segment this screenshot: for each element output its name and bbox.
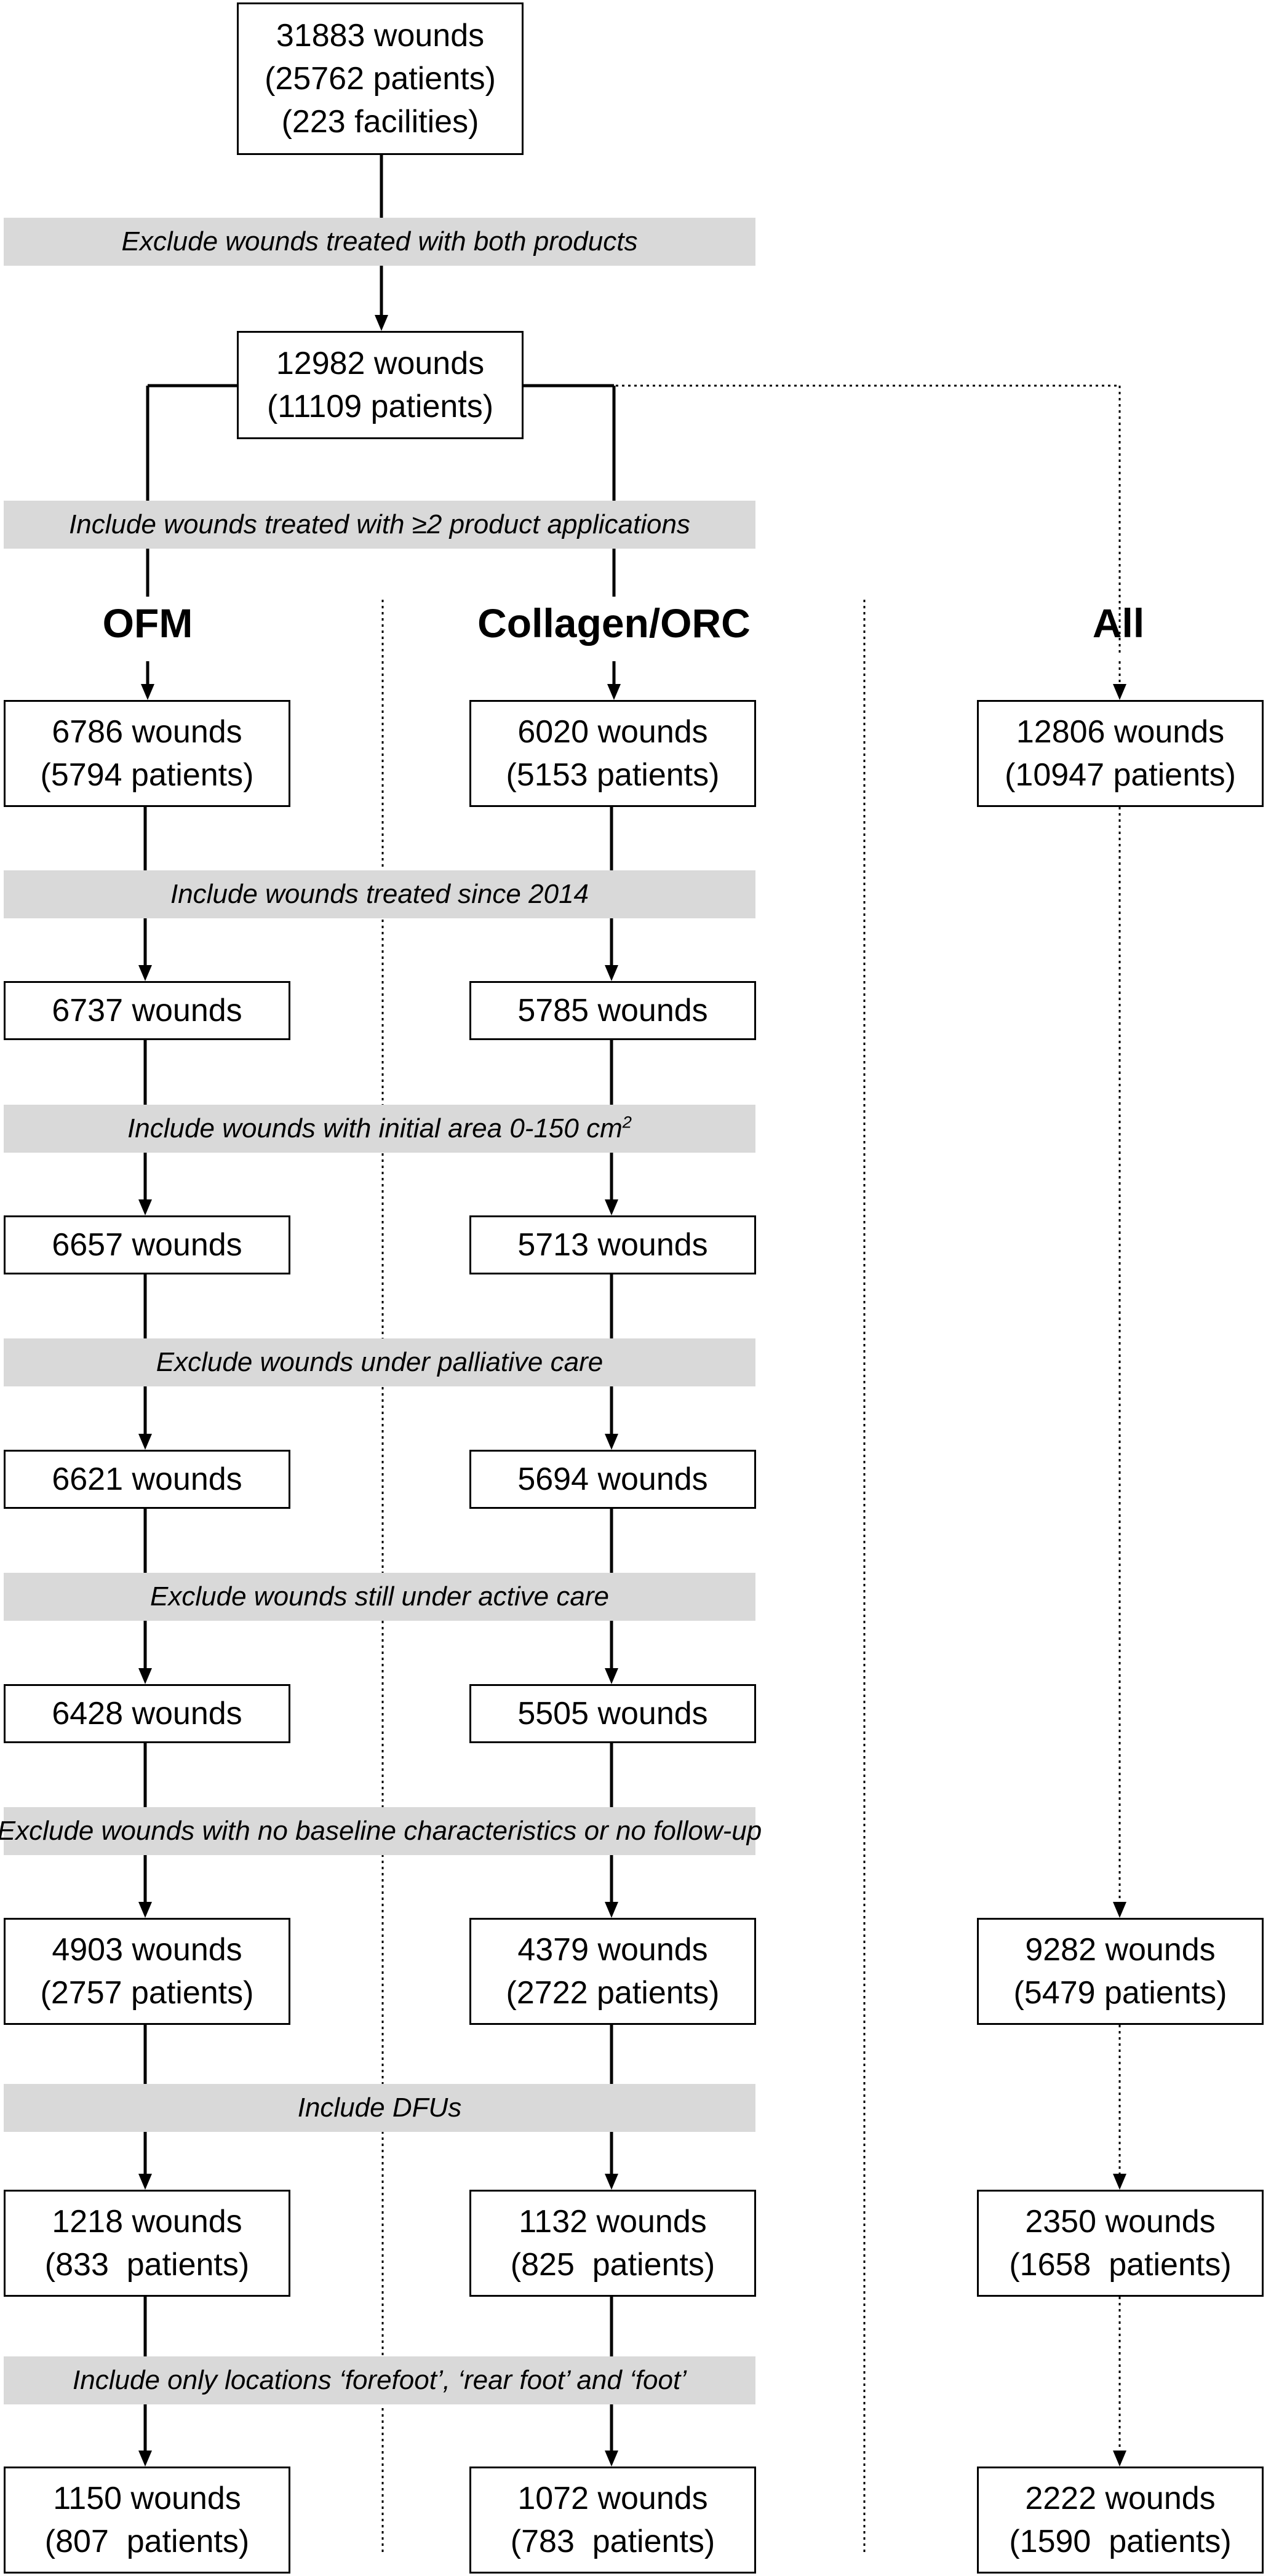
filter-two-or-more-applications: Include wounds treated with ≥2 product a…: [4, 501, 755, 549]
filter-exclude-both-products: Exclude wounds treated with both product…: [4, 218, 755, 266]
merged-cohort-box: 12982 wounds (11109 patients): [237, 331, 524, 439]
box-line: 5713 wounds: [517, 1227, 708, 1263]
filter-foot-locations: Include only locations ‘forefoot’, ‘rear…: [4, 2356, 755, 2404]
filter-include-dfus: Include DFUs: [4, 2084, 755, 2132]
arrowhead: [138, 1668, 152, 1684]
box-line: 5785 wounds: [517, 993, 708, 1028]
box-line: 5505 wounds: [517, 1696, 708, 1731]
box-line: 6020 wounds: [517, 714, 708, 750]
ofm-box-step-1: 6786 wounds (5794 patients): [4, 700, 290, 807]
filter-exclude-palliative: Exclude wounds under palliative care: [4, 1338, 755, 1386]
ofm-box-step-7: 1218 wounds (833 patients): [4, 2190, 290, 2297]
box-line: 2222 wounds: [1025, 2481, 1216, 2516]
arrowhead: [605, 1668, 618, 1684]
arrowhead: [605, 1434, 618, 1450]
filter-since-2014: Include wounds treated since 2014: [4, 870, 755, 918]
arrowhead: [375, 315, 388, 331]
box-line: 6621 wounds: [52, 1461, 242, 1497]
box-line: (1658 patients): [1009, 2247, 1232, 2283]
box-line: 9282 wounds: [1025, 1932, 1216, 1968]
box-line: (783 patients): [510, 2524, 715, 2559]
box-line: (11109 patients): [266, 389, 494, 424]
ofm-box-step-4: 6621 wounds: [4, 1450, 290, 1509]
box-line: (5153 patients): [506, 757, 720, 793]
box-line: 5694 wounds: [517, 1461, 708, 1497]
column-heading-ofm: OFM: [102, 600, 193, 646]
collagen-box-step-5: 5505 wounds: [469, 1684, 756, 1743]
box-line: (5479 patients): [1013, 1975, 1227, 2011]
arrowhead: [605, 1902, 618, 1918]
box-line: 1218 wounds: [52, 2204, 242, 2240]
box-line: 6737 wounds: [52, 993, 242, 1028]
all-box-step-6: 9282 wounds (5479 patients): [977, 1918, 1264, 2025]
filter-exclude-active-care: Exclude wounds still under active care: [4, 1573, 755, 1621]
arrowhead: [138, 2451, 152, 2467]
ofm-box-step-2: 6737 wounds: [4, 981, 290, 1040]
box-line: 1072 wounds: [517, 2481, 708, 2516]
box-line: 6428 wounds: [52, 1696, 242, 1731]
arrowhead: [1113, 1902, 1126, 1918]
ofm-box-step-5: 6428 wounds: [4, 1684, 290, 1743]
box-line: (2722 patients): [506, 1975, 720, 2011]
collagen-box-step-4: 5694 wounds: [469, 1450, 756, 1509]
box-line: 31883 wounds: [276, 18, 485, 54]
all-box-step-1: 12806 wounds (10947 patients): [977, 700, 1264, 807]
arrowhead: [605, 965, 618, 981]
all-box-step-8: 2222 wounds (1590 patients): [977, 2467, 1264, 2574]
filter-exclude-no-baseline: Exclude wounds with no baseline characte…: [0, 1807, 762, 1855]
arrowhead: [605, 2174, 618, 2190]
arrowhead: [1113, 684, 1126, 700]
box-line: 1150 wounds: [53, 2481, 241, 2516]
box-line: 12982 wounds: [276, 346, 485, 381]
arrowhead: [138, 2174, 152, 2190]
arrowhead: [138, 1199, 152, 1215]
arrowhead: [138, 1434, 152, 1450]
collagen-box-step-2: 5785 wounds: [469, 981, 756, 1040]
arrowhead: [138, 965, 152, 981]
arrowhead: [138, 1902, 152, 1918]
arrowhead: [605, 2451, 618, 2467]
ofm-box-step-6: 4903 wounds (2757 patients): [4, 1918, 290, 2025]
collagen-box-step-1: 6020 wounds (5153 patients): [469, 700, 756, 807]
arrowhead: [1113, 2174, 1126, 2190]
collagen-box-step-6: 4379 wounds (2722 patients): [469, 1918, 756, 2025]
box-line: 12806 wounds: [1016, 714, 1225, 750]
box-line: 6657 wounds: [52, 1227, 242, 1263]
arrowhead: [605, 1199, 618, 1215]
box-line: (833 patients): [44, 2247, 250, 2283]
collagen-box-step-7: 1132 wounds (825 patients): [469, 2190, 756, 2297]
start-cohort-box: 31883 wounds (25762 patients) (223 facil…: [237, 2, 524, 155]
collagen-box-step-8: 1072 wounds (783 patients): [469, 2467, 756, 2574]
box-line: (807 patients): [44, 2524, 250, 2559]
box-line: (5794 patients): [40, 757, 254, 793]
box-line: 6786 wounds: [52, 714, 242, 750]
arrowhead: [141, 684, 154, 700]
box-line: (10947 patients): [1005, 757, 1236, 793]
box-line: (223 facilities): [281, 104, 479, 140]
ofm-box-step-3: 6657 wounds: [4, 1215, 290, 1274]
all-box-step-7: 2350 wounds (1658 patients): [977, 2190, 1264, 2297]
column-heading-collagen-orc: Collagen/ORC: [477, 600, 751, 646]
box-line: (1590 patients): [1009, 2524, 1232, 2559]
box-line: 4903 wounds: [52, 1932, 242, 1968]
ofm-box-step-8: 1150 wounds (807 patients): [4, 2467, 290, 2574]
filter-initial-area: Include wounds with initial area 0-150 c…: [4, 1105, 755, 1153]
box-line: 2350 wounds: [1025, 2204, 1216, 2240]
box-line: (25762 patients): [265, 61, 496, 97]
box-line: 1132 wounds: [519, 2204, 707, 2240]
arrowhead: [607, 684, 621, 700]
column-heading-all: All: [1092, 600, 1145, 646]
box-line: (2757 patients): [40, 1975, 254, 2011]
box-line: (825 patients): [510, 2247, 715, 2283]
box-line: 4379 wounds: [517, 1932, 708, 1968]
arrowhead: [1113, 2451, 1126, 2467]
collagen-box-step-3: 5713 wounds: [469, 1215, 756, 1274]
